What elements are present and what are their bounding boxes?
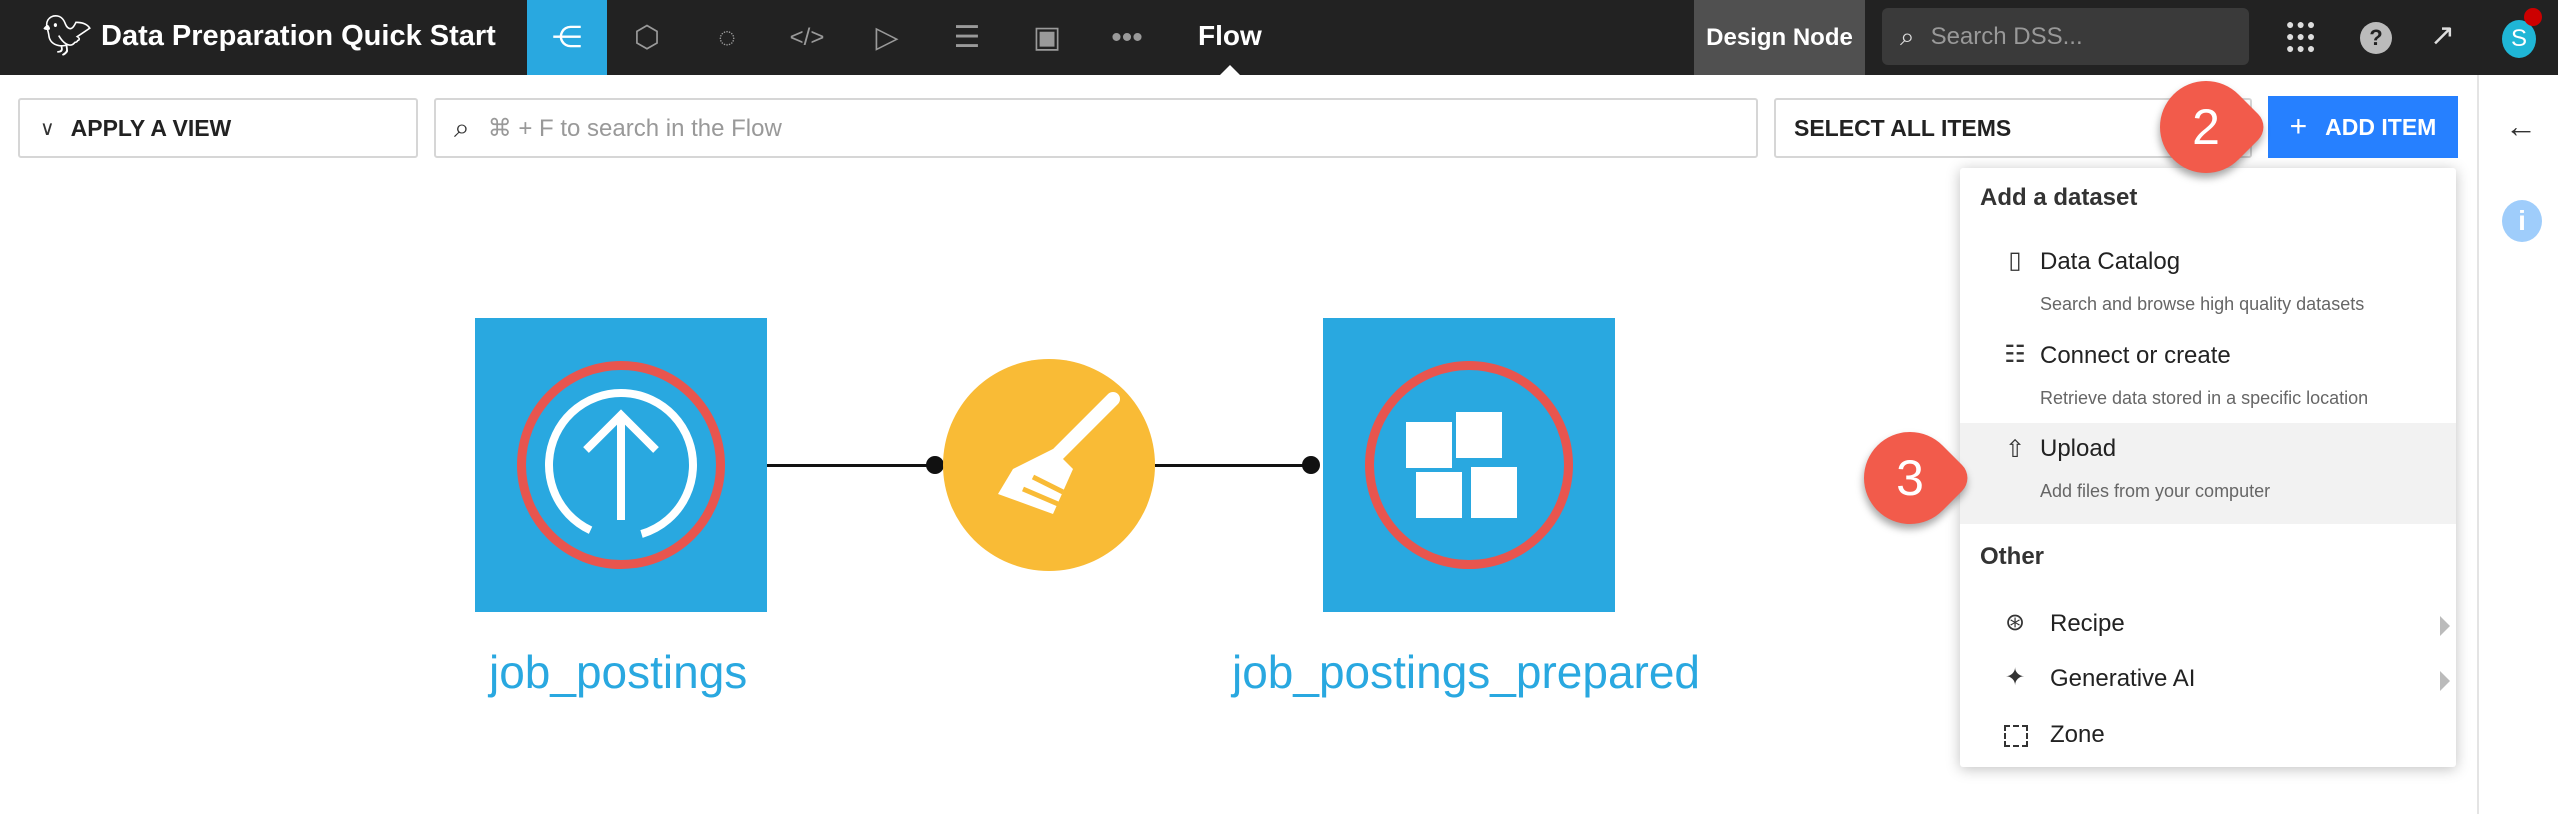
add-item-label: ADD ITEM xyxy=(2325,113,2437,140)
book-icon: ▯ xyxy=(2008,247,2022,274)
info-icon[interactable]: i xyxy=(2502,200,2542,242)
menu-item-label: Connect or create xyxy=(2040,342,2231,369)
section-indicator xyxy=(1220,65,1240,75)
current-section-label[interactable]: Flow xyxy=(1198,20,1262,51)
add-item-button[interactable]: + ADD ITEM xyxy=(2268,96,2458,158)
flow-icon[interactable]: ⋲ xyxy=(527,0,607,75)
prepare-recipe-node[interactable] xyxy=(943,359,1155,571)
flow-edge-dot xyxy=(926,456,944,474)
submenu-arrow-icon xyxy=(2440,671,2450,691)
step-callout-number: 3 xyxy=(1896,450,1924,506)
lab-icon[interactable]: ⬡ xyxy=(633,21,661,54)
design-node-label[interactable]: Design Node xyxy=(1694,0,1865,75)
menu-item-label: Recipe xyxy=(2050,610,2125,637)
menu-item-label: Upload xyxy=(2040,435,2117,462)
global-search-input[interactable]: ⌕ Search DSS... xyxy=(1882,8,2249,65)
search-icon: ⌕ xyxy=(1900,20,1915,51)
dataset-node-job-postings[interactable] xyxy=(475,318,767,612)
menu-item-label: Zone xyxy=(2050,721,2105,748)
step-callout-number: 2 xyxy=(2192,99,2220,155)
code-icon[interactable]: </> xyxy=(789,23,825,51)
menu-item-recipe[interactable]: ⊛ Recipe xyxy=(1960,600,2456,652)
top-navigation-bar: 🐦︎ Data Preparation Quick Start ⋲ ⬡ ◌ </… xyxy=(0,0,2558,75)
menu-item-upload[interactable]: ⇧ Upload Add files from your computer xyxy=(1960,423,2456,524)
flow-edge-dot xyxy=(1302,456,1320,474)
search-icon: ⌕ xyxy=(454,111,470,143)
menu-item-label: Generative AI xyxy=(2050,665,2196,692)
database-icon: ☷ xyxy=(2004,341,2026,368)
menu-section-header: Add a dataset xyxy=(1980,184,2138,211)
select-all-label: SELECT ALL ITEMS xyxy=(1794,114,2012,141)
flow-edge xyxy=(767,464,935,467)
notification-badge xyxy=(2524,8,2542,26)
more-icon[interactable]: ••• xyxy=(1111,20,1143,54)
menu-section-header: Other xyxy=(1980,543,2045,570)
apps-grid-icon[interactable]: ●●●●●●●●● xyxy=(2286,16,2318,56)
search-placeholder: Search DSS... xyxy=(1930,22,2083,50)
menu-item-description: Search and browse high quality datasets xyxy=(2040,294,2365,314)
select-all-items-button[interactable]: SELECT ALL ITEMS xyxy=(1774,98,2252,158)
datasets-icon[interactable]: ☰ xyxy=(953,21,981,54)
menu-item-zone[interactable]: Zone xyxy=(1960,711,2456,763)
dashboard-icon[interactable]: ▣ xyxy=(1032,21,1062,54)
flow-edge xyxy=(1155,464,1310,467)
activity-trend-icon[interactable]: ↗ xyxy=(2430,19,2456,52)
flow-search-placeholder: ⌘ + F to search in the Flow xyxy=(487,114,782,142)
managed-dataset-cubes-icon xyxy=(1365,361,1573,569)
flow-search-input[interactable]: ⌕ ⌘ + F to search in the Flow xyxy=(434,98,1758,158)
menu-item-connect-or-create[interactable]: ☷ Connect or create Retrieve data stored… xyxy=(1960,326,2456,422)
dataset-label[interactable]: job_postings_prepared xyxy=(1232,646,1701,698)
menu-item-data-catalog[interactable]: ▯ Data Catalog Search and browse high qu… xyxy=(1960,230,2456,322)
chevron-down-icon: ∨ xyxy=(40,117,55,140)
run-icon[interactable]: ▷ xyxy=(875,21,899,54)
menu-item-description: Retrieve data stored in a specific locat… xyxy=(2040,388,2369,408)
lifecycle-icon[interactable]: ◌ xyxy=(718,20,736,54)
menu-item-generative-ai[interactable]: ✦ Generative AI xyxy=(1960,655,2456,707)
dataset-node-job-postings-prepared[interactable] xyxy=(1323,318,1615,612)
broom-icon xyxy=(998,392,1120,514)
apply-view-dropdown[interactable]: ∨ APPLY A VIEW xyxy=(18,98,418,158)
menu-item-label: Data Catalog xyxy=(2040,248,2181,275)
sparkles-icon: ✦ xyxy=(2004,664,2026,691)
dataset-label[interactable]: job_postings xyxy=(489,646,748,698)
apply-view-label: APPLY A VIEW xyxy=(70,114,232,141)
submenu-arrow-icon xyxy=(2440,616,2450,636)
plus-icon: + xyxy=(2289,110,2308,143)
upload-icon: ⇧ xyxy=(2004,436,2026,463)
zone-icon xyxy=(2004,725,2028,747)
project-title[interactable]: Data Preparation Quick Start xyxy=(101,20,496,52)
menu-item-description: Add files from your computer xyxy=(2040,481,2271,501)
avatar[interactable]: S xyxy=(2502,20,2536,58)
arrow-left-icon[interactable]: ← xyxy=(2505,108,2537,144)
dataiku-logo-icon[interactable]: 🐦︎ xyxy=(42,14,93,58)
right-panel-divider xyxy=(2477,75,2479,814)
help-icon[interactable]: ? xyxy=(2360,22,2392,54)
recipe-icon: ⊛ xyxy=(2004,609,2026,636)
upload-dataset-icon xyxy=(517,361,725,569)
add-item-dropdown-menu: Add a dataset ▯ Data Catalog Search and … xyxy=(1960,168,2456,767)
